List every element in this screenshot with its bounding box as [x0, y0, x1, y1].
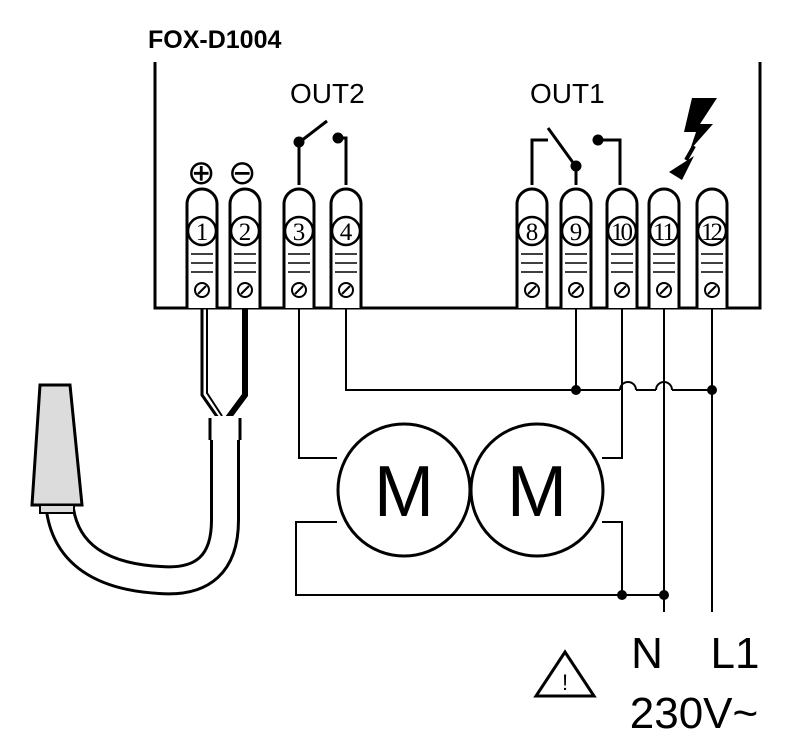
out2-relay-contact-icon: [293, 119, 348, 185]
wire-junctions: [571, 385, 717, 600]
device-housing: [153, 62, 762, 310]
out1-label: OUT1: [530, 78, 605, 109]
terminal-8-number: 8: [526, 219, 539, 246]
terminal-1-number: 1: [196, 219, 209, 246]
out2-label: OUT2: [290, 78, 365, 109]
terminal-11-number: 11: [653, 219, 675, 246]
terminal-9: 9: [559, 187, 593, 308]
temperature-probe-icon: [30, 383, 84, 514]
neutral-label: N: [631, 629, 663, 678]
terminal-12: 12: [695, 187, 729, 308]
voltage-label: 230V~: [630, 689, 758, 738]
motor-1: M: [336, 422, 472, 558]
plus-symbol: ⊕: [187, 154, 216, 192]
motor-2-label: M: [507, 452, 567, 532]
terminal-10: 10: [605, 187, 639, 308]
motor-1-label: M: [374, 452, 434, 532]
terminal-3-number: 3: [293, 219, 306, 246]
motor-2: M: [469, 422, 605, 558]
wiring: [295, 308, 713, 612]
out1-relay-contact-icon: [530, 127, 622, 185]
terminal-8: 8: [515, 187, 549, 308]
warning-triangle-icon: !: [533, 649, 597, 698]
svg-text:!: !: [562, 670, 568, 695]
device-model-label: FOX-D1004: [148, 26, 281, 54]
terminal-12-number: 12: [701, 219, 723, 246]
terminal-1: 1: [185, 187, 219, 308]
terminal-3: 3: [282, 187, 316, 308]
terminal-2: 2: [228, 187, 262, 308]
temperature-probe-cable: [45, 308, 248, 596]
terminal-10-number: 10: [611, 219, 633, 246]
terminal-4: 4: [329, 187, 363, 308]
lightning-icon: [669, 98, 717, 180]
terminal-2-number: 2: [239, 219, 252, 246]
minus-symbol: ⊖: [228, 154, 257, 192]
terminal-11: 11: [647, 187, 681, 308]
terminal-9-number: 9: [570, 219, 583, 246]
terminal-4-number: 4: [340, 219, 353, 246]
line-label: L1: [711, 629, 760, 678]
